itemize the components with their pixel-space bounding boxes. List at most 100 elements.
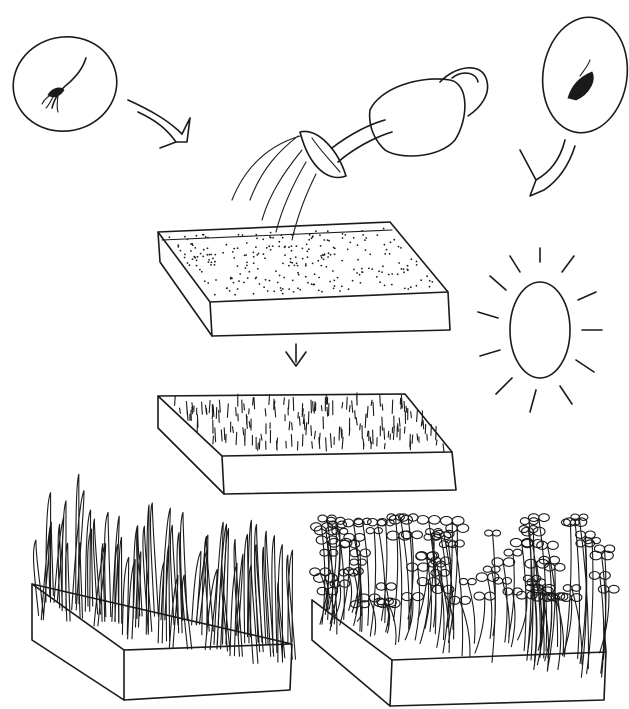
- microgreen-stem: [370, 532, 375, 637]
- microgreen-leaf: [413, 593, 424, 601]
- soil-dot: [357, 244, 359, 246]
- soil-dot: [333, 280, 335, 282]
- soil-dot: [293, 232, 295, 234]
- sprout-mark: [206, 409, 207, 415]
- microgreen-leaf: [594, 545, 604, 553]
- soil-dot: [334, 253, 336, 255]
- sprout-mark: [265, 409, 266, 416]
- soil-dot: [359, 274, 361, 276]
- microgreen-leaf: [533, 527, 545, 536]
- soil-dot: [268, 245, 270, 247]
- sprout-mark: [406, 406, 407, 412]
- soil-dot: [214, 294, 216, 296]
- soil-dot: [288, 265, 290, 267]
- soil-dot: [208, 259, 210, 261]
- soil-dot: [344, 234, 346, 236]
- soil-dot: [407, 288, 409, 290]
- sprout-mark: [384, 443, 385, 448]
- sprout-mark: [401, 400, 402, 409]
- soil-dot: [378, 270, 380, 272]
- soil-dot: [192, 258, 194, 260]
- sprout-mark: [261, 434, 262, 440]
- sprout-mark: [380, 395, 381, 406]
- soil-dot: [291, 250, 293, 252]
- microgreen-leaf: [429, 516, 441, 525]
- soil-dot: [320, 245, 322, 247]
- microgreen-leaf: [585, 531, 595, 538]
- soil-dot: [400, 247, 402, 249]
- soil-dot: [341, 285, 343, 287]
- soil-dot: [383, 228, 385, 230]
- microgreen-leaf: [366, 528, 374, 534]
- sprout-mark: [423, 421, 424, 429]
- soil-dot: [330, 254, 332, 256]
- soil-dot: [384, 244, 386, 246]
- soil-dot: [262, 238, 264, 240]
- soil-dot: [324, 253, 326, 255]
- soil-dot: [214, 254, 216, 256]
- sprout-mark: [347, 397, 348, 409]
- soil-dot: [296, 245, 298, 247]
- sprout-mark: [289, 400, 290, 409]
- soil-dot: [313, 283, 315, 285]
- soil-dot: [401, 268, 403, 270]
- soil-dot: [416, 261, 418, 263]
- sprout-mark: [412, 435, 413, 443]
- soil-dot: [190, 243, 192, 245]
- sprout-mark: [326, 438, 327, 451]
- grass-blade: [122, 557, 128, 634]
- sprout-mark: [227, 404, 228, 417]
- soil-dot: [270, 237, 272, 239]
- soil-dot: [246, 242, 248, 244]
- sprout-tray-icon: [158, 393, 456, 494]
- sprout-mark: [311, 426, 312, 436]
- microgreen-stem: [503, 563, 507, 642]
- seed-icon: [535, 12, 629, 139]
- soil-dot: [341, 260, 343, 262]
- soil-dot: [255, 234, 257, 236]
- soil-dot: [328, 240, 330, 242]
- sprout-mark: [244, 404, 245, 410]
- soil-dot: [305, 265, 307, 267]
- soil-dot: [292, 280, 294, 282]
- grass-blade: [72, 491, 84, 610]
- soil-dot: [352, 280, 354, 282]
- sprout-mark: [284, 398, 285, 405]
- soil-dot: [320, 255, 322, 257]
- soil-dot: [318, 277, 320, 279]
- soil-dot: [398, 262, 400, 264]
- sprout-mark: [236, 432, 237, 444]
- soil-dot: [233, 248, 235, 250]
- soil-dot: [342, 237, 344, 239]
- microgreen-stem: [522, 544, 526, 651]
- soil-dot: [264, 257, 266, 259]
- soil-dot: [194, 247, 196, 249]
- soil-dot: [386, 249, 388, 251]
- sprout-mark: [411, 412, 412, 418]
- soil-dot: [215, 279, 217, 281]
- sprout-mark: [342, 403, 343, 409]
- soil-dot: [332, 270, 334, 272]
- soil-dot: [207, 247, 209, 249]
- microgreen-leaf: [417, 516, 429, 525]
- soil-dot: [429, 280, 431, 282]
- soil-dot: [365, 237, 367, 239]
- sprouting-seed-icon: [4, 27, 125, 141]
- arrow-to-tray-left-icon: [128, 100, 190, 148]
- soil-dot: [242, 234, 244, 236]
- microgreen-leaf: [474, 592, 485, 600]
- sprout-mark: [219, 410, 220, 422]
- microgreen-leaf: [510, 538, 521, 546]
- soil-dot: [426, 275, 428, 277]
- microgreen-stem: [475, 597, 485, 653]
- soil-dot: [323, 239, 325, 241]
- soil-dot: [369, 253, 371, 255]
- soil-dot: [379, 281, 381, 283]
- soil-dot: [407, 265, 409, 267]
- sprout-mark: [299, 417, 300, 425]
- soil-dot: [270, 249, 272, 251]
- sprout-mark: [291, 435, 292, 447]
- microgreen-leaf: [468, 578, 476, 584]
- soil-dot: [263, 253, 265, 255]
